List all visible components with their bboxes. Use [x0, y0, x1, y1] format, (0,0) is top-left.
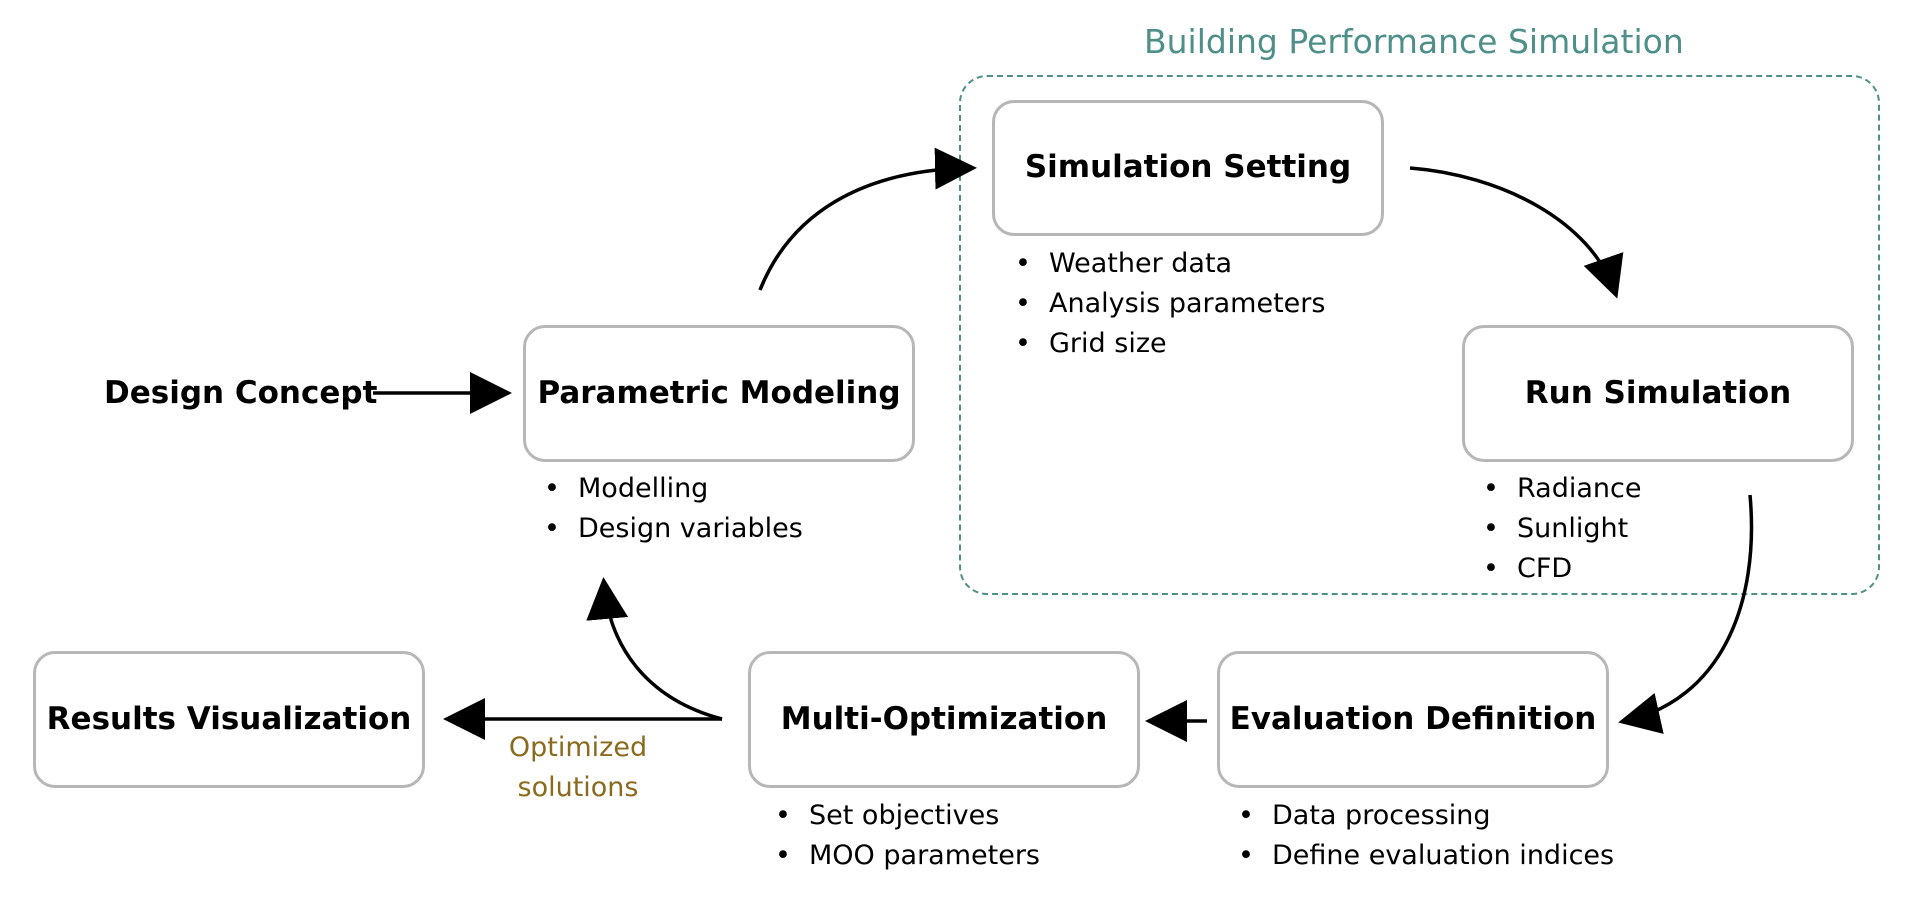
evaluation-definition-label: Evaluation Definition [1229, 700, 1597, 737]
evaluation-definition-node: Evaluation Definition [1217, 651, 1609, 788]
parametric-modeling-label: Parametric Modeling [537, 374, 901, 411]
simulation-setting-bullets: Weather data Analysis parameters Grid si… [1011, 244, 1325, 364]
multi-optimization-bullets: Set objectives MOO parameters [771, 796, 1040, 876]
results-visualization-label: Results Visualization [46, 700, 412, 737]
group-title: Building Performance Simulation [1144, 22, 1684, 61]
parametric-modeling-bullet-2: Design variables [540, 509, 803, 549]
run-simulation-bullet-3: CFD [1479, 549, 1641, 589]
building-performance-simulation-group [959, 75, 1880, 595]
multi-optimization-bullet-2: MOO parameters [771, 836, 1040, 876]
results-visualization-node: Results Visualization [33, 651, 425, 788]
parametric-modeling-bullet-1: Modelling [540, 469, 803, 509]
multi-optimization-label: Multi-Optimization [780, 700, 1108, 737]
run-simulation-bullet-1: Radiance [1479, 469, 1641, 509]
multi-optimization-bullet-1: Set objectives [771, 796, 1040, 836]
simulation-setting-bullet-2: Analysis parameters [1011, 284, 1325, 324]
arrow-run-to-evaluation [1618, 494, 1754, 734]
arrow-simulation-setting-to-run [1409, 166, 1624, 299]
parametric-modeling-bullets: Modelling Design variables [540, 469, 803, 549]
run-simulation-label: Run Simulation [1524, 374, 1792, 411]
simulation-setting-node: Simulation Setting [992, 100, 1384, 236]
run-simulation-bullets: Radiance Sunlight CFD [1479, 469, 1641, 589]
evaluation-definition-bullet-2: Define evaluation indices [1234, 836, 1614, 876]
arrow-multi-optimization-to-parametric [586, 577, 723, 721]
run-simulation-node: Run Simulation [1462, 325, 1854, 462]
design-concept-label: Design Concept [104, 375, 378, 411]
run-simulation-bullet-2: Sunlight [1479, 509, 1641, 549]
evaluation-definition-bullet-1: Data processing [1234, 796, 1614, 836]
arrow-parametric-to-simulation-setting [758, 147, 977, 291]
simulation-setting-label: Simulation Setting [1024, 149, 1352, 186]
simulation-setting-bullet-3: Grid size [1011, 324, 1325, 364]
evaluation-definition-bullets: Data processing Define evaluation indice… [1234, 796, 1614, 876]
parametric-modeling-node: Parametric Modeling [523, 325, 915, 462]
optimized-solutions-label: Optimized solutions [508, 732, 648, 803]
simulation-setting-bullet-1: Weather data [1011, 244, 1325, 284]
multi-optimization-node: Multi-Optimization [748, 651, 1140, 788]
